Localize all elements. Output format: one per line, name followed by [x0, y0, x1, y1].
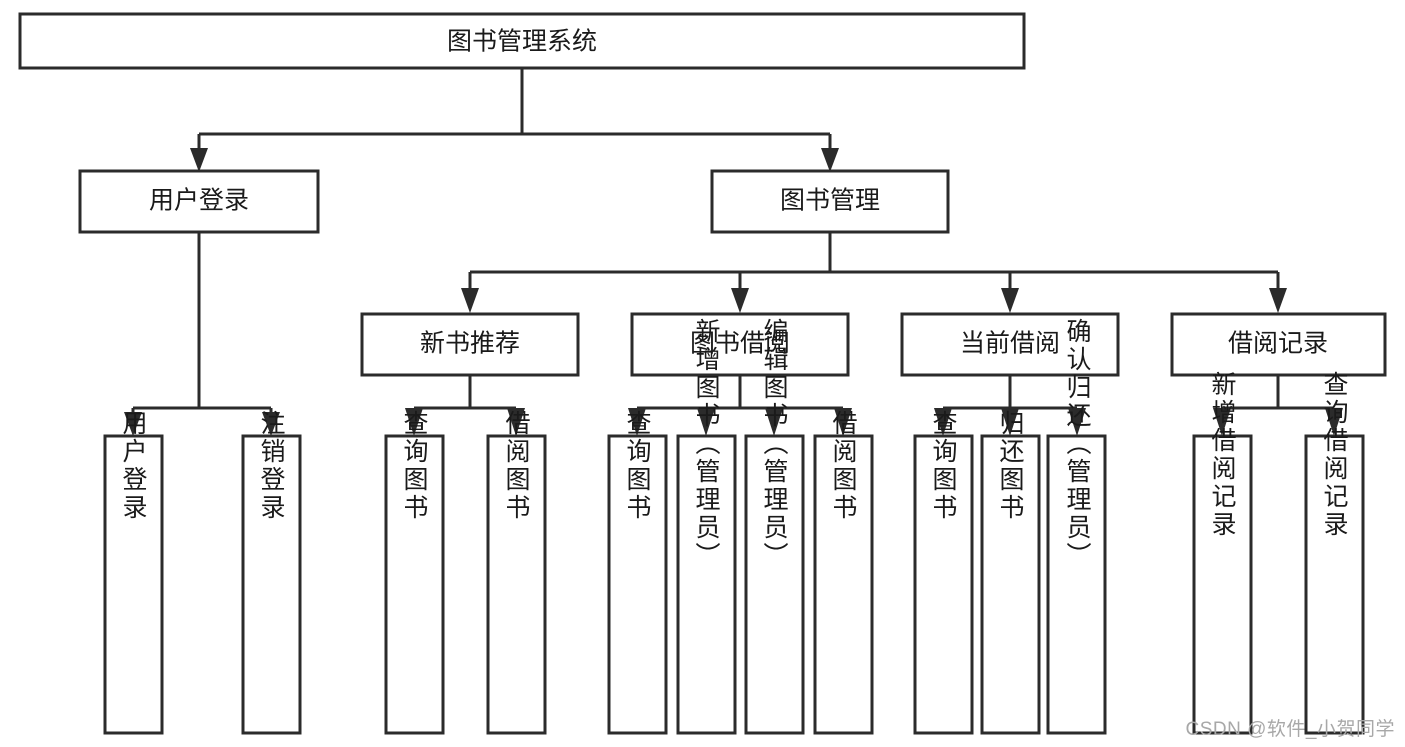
leaf-current-borrow-1-label: 归还图书 [996, 410, 1025, 522]
leaf-user-login-1-box [241, 434, 302, 735]
leaf-borrow-book-1-box [676, 434, 737, 735]
leaf-node[interactable]: 查询图书 [913, 410, 974, 735]
leaf-borrow-book-3-label: 借阅图书 [829, 410, 858, 522]
node-new-book-recommendation-box [360, 312, 580, 377]
arrow-head-leaf-borrow-book-2 [765, 408, 783, 436]
arrow-head-user-login [190, 148, 208, 172]
leaf-node[interactable]: 编辑图书（管理员） [744, 318, 805, 735]
node-book-borrow-box [630, 312, 850, 377]
leaf-borrow-book-0-box [607, 434, 668, 735]
node-book-management[interactable]: 图书管理 [710, 169, 950, 234]
leaf-borrow-book-2-label: 编辑图书（管理员） [760, 318, 789, 570]
node-book-borrow-label: 图书借阅 [690, 330, 790, 358]
leaf-node[interactable]: 借阅图书 [486, 410, 547, 735]
leaf-new-book-1-label: 借阅图书 [502, 410, 531, 522]
arrow-head-leaf-current-borrow-2 [1068, 408, 1086, 436]
node-borrow-record-label: 借阅记录 [1228, 330, 1328, 358]
arrow-head-leaf-user-login-1 [262, 412, 280, 436]
leaf-current-borrow-2-label: 确认归还（管理员） [1063, 318, 1092, 570]
node-current-borrow[interactable]: 当前借阅 [900, 312, 1120, 377]
leaf-user-login-0-box [103, 434, 164, 735]
leaf-current-borrow-0-label: 查询图书 [929, 410, 958, 522]
leaf-borrow-record-0-box [1192, 434, 1253, 735]
leaf-borrow-book-0-label: 查询图书 [623, 410, 652, 522]
leaf-node[interactable]: 新增借阅记录 [1192, 371, 1253, 735]
arrow-head-leaf-new-book-0 [405, 408, 423, 436]
leaf-borrow-record-1-label: 查询借阅记录 [1320, 371, 1349, 539]
leaf-node[interactable]: 归还图书 [980, 410, 1041, 735]
arrow-head-leaf-user-login-0 [124, 412, 142, 436]
node-current-borrow-label: 当前借阅 [960, 330, 1060, 358]
leaf-node[interactable]: 确认归还（管理员） [1046, 318, 1107, 735]
leaf-new-book-0-box [384, 434, 445, 735]
leaf-node[interactable]: 查询借阅记录 [1304, 371, 1365, 735]
node-borrow-record-box [1170, 312, 1387, 377]
leaf-borrow-book-1-label: 新增图书（管理员） [692, 318, 721, 570]
node-book-borrow[interactable]: 图书借阅 [630, 312, 850, 377]
leaf-user-login-1-label: 注销登录 [257, 410, 286, 522]
node-book-management-label: 图书管理 [780, 187, 880, 215]
node-current-borrow-box [900, 312, 1120, 377]
node-user-login[interactable]: 用户登录 [78, 169, 320, 234]
node-root-box [18, 12, 1026, 70]
arrow-head-leaf-borrow-book-0 [628, 408, 646, 436]
leaf-user-login-0-label: 用户登录 [119, 410, 148, 522]
leaf-node[interactable]: 查询图书 [607, 410, 668, 735]
arrow-head-current-borrow [1001, 288, 1019, 313]
arrow-head-leaf-new-book-1 [507, 408, 525, 436]
arrow-head-new-book [461, 288, 479, 313]
arrow-head-leaf-borrow-record-1 [1325, 408, 1343, 436]
leaf-current-borrow-2-box [1046, 434, 1107, 735]
leaf-current-borrow-1-box [980, 434, 1041, 735]
node-root-book-management-system[interactable]: 图书管理系统 [18, 12, 1026, 70]
arrow-head-borrow-book [731, 288, 749, 313]
node-root-label: 图书管理系统 [447, 28, 597, 56]
node-user-login-box [78, 169, 320, 234]
node-book-management-box [710, 169, 950, 234]
leaf-node[interactable]: 用户登录 [103, 410, 164, 735]
leaf-node[interactable]: 借阅图书 [813, 410, 874, 735]
leaf-borrow-book-3-box [813, 434, 874, 735]
arrow-head-leaf-current-borrow-0 [934, 408, 952, 436]
node-new-book-recommendation[interactable]: 新书推荐 [360, 312, 580, 377]
leaf-borrow-record-1-box [1304, 434, 1365, 735]
arrow-head-book-mgmt [821, 148, 839, 172]
arrow-head-leaf-borrow-book-1 [697, 408, 715, 436]
arrow-head-leaf-borrow-book-3 [834, 408, 852, 436]
arrow-head-leaf-current-borrow-1 [1001, 408, 1019, 436]
leaf-borrow-record-0-label: 新增借阅记录 [1208, 371, 1237, 539]
leaf-borrow-book-2-box [744, 434, 805, 735]
leaf-node[interactable]: 查询图书 [384, 410, 445, 735]
node-new-book-recommendation-label: 新书推荐 [420, 330, 520, 358]
leaf-node[interactable]: 新增图书（管理员） [676, 318, 737, 735]
connector-layer [124, 68, 1343, 436]
leaf-new-book-1-box [486, 434, 547, 735]
leaf-node[interactable]: 注销登录 [241, 410, 302, 735]
node-user-login-label: 用户登录 [149, 187, 249, 215]
arrow-head-borrow-record [1269, 288, 1287, 313]
leaf-new-book-0-label: 查询图书 [400, 410, 429, 522]
arrow-head-leaf-borrow-record-0 [1213, 408, 1231, 436]
leaf-current-borrow-0-box [913, 434, 974, 735]
node-borrow-record[interactable]: 借阅记录 [1170, 312, 1387, 377]
